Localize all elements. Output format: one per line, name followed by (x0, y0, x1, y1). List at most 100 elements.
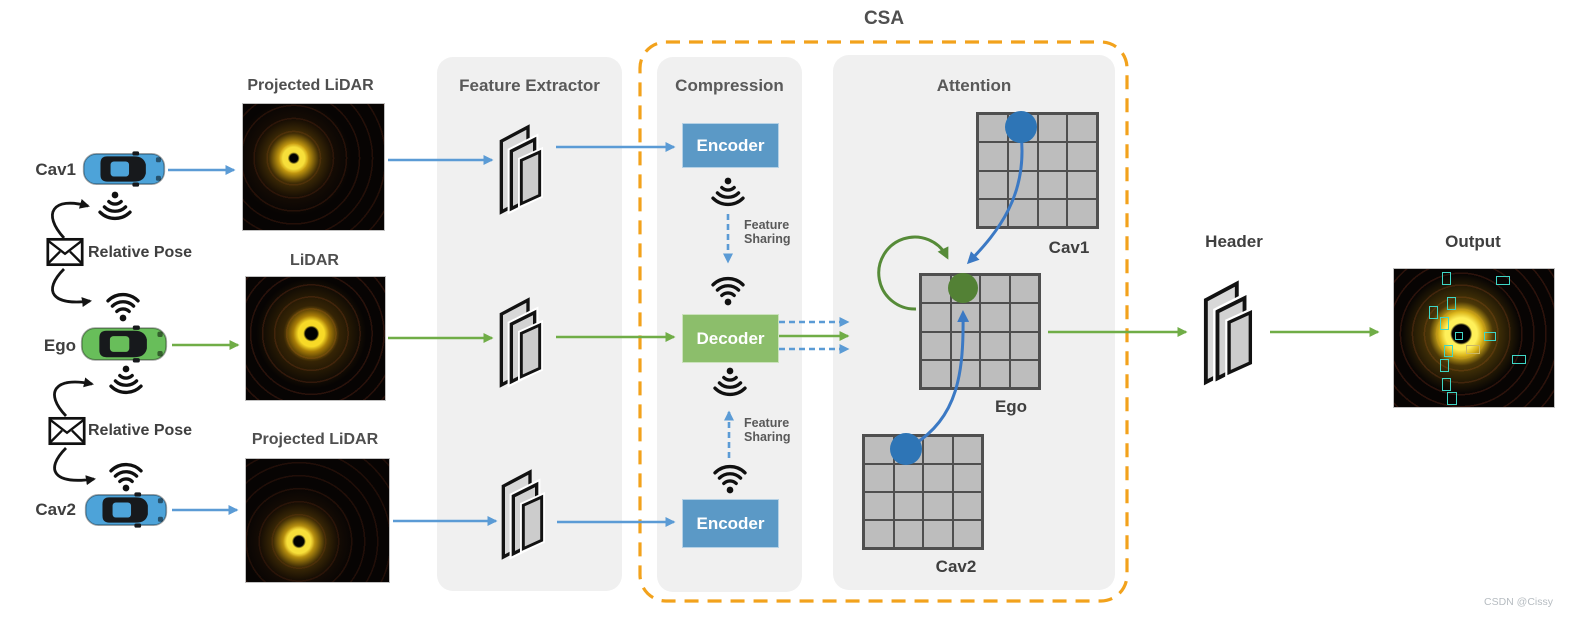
relative-pose-label-top: Relative Pose (88, 244, 193, 261)
grid-cell (1037, 170, 1068, 199)
car-icon-cav1 (82, 150, 166, 188)
detection-box (1429, 306, 1439, 320)
envelope-icon-bottom (48, 416, 86, 446)
grid-cell (1067, 170, 1097, 199)
grid-cell (864, 520, 894, 548)
grid-cell (1037, 142, 1068, 171)
grid-cell (950, 331, 980, 360)
feature-sharing-line2: Sharing (744, 232, 791, 246)
encoder-bottom-label: Encoder (696, 513, 765, 533)
grid-cell (1067, 142, 1097, 171)
detection-box (1440, 358, 1450, 372)
grid-cell (950, 303, 980, 332)
grid-cell (921, 275, 951, 304)
grid-cell (980, 303, 1010, 332)
grid-cell (950, 275, 980, 304)
grid-cell (864, 464, 894, 492)
grid-cell (952, 520, 982, 548)
grid-label-ego: Ego (994, 397, 1028, 416)
detection-box (1446, 296, 1456, 310)
grid-cell (978, 198, 1008, 227)
projected-lidar-image-cav1 (242, 103, 385, 231)
pose-arrow-top-down (51, 268, 92, 307)
relative-pose-label-bottom: Relative Pose (88, 422, 193, 439)
envelope-icon-top (46, 237, 84, 267)
grid-cell (950, 359, 980, 388)
detection-box (1446, 391, 1457, 405)
output-detection-image (1393, 268, 1555, 408)
detection-box (1454, 332, 1463, 341)
feature-sharing-line2: Sharing (744, 430, 791, 444)
grid-cell (893, 464, 923, 492)
grid-cell (923, 520, 953, 548)
grid-cell (1007, 170, 1038, 199)
grid-cell (1009, 331, 1039, 360)
header-label: Header (1205, 232, 1263, 251)
projected-lidar-image-cav2 (245, 458, 390, 583)
grid-cell (978, 170, 1008, 199)
grid-cell (893, 520, 923, 548)
vehicle-label-cav1: Cav1 (35, 160, 76, 179)
csa-title: CSA (863, 8, 905, 29)
detection-box (1466, 344, 1480, 354)
grid-label-cav1: Cav1 (1048, 238, 1090, 257)
grid-cell (1007, 198, 1038, 227)
decoder-box: Decoder (682, 314, 779, 363)
grid-cell (864, 436, 894, 464)
grid-cell (921, 359, 951, 388)
grid-cell (1009, 359, 1039, 388)
pose-arrow-top-up (51, 199, 90, 239)
feature-sharing-label-top: Feature Sharing (744, 218, 791, 246)
grid-cell (923, 492, 953, 520)
pose-arrow-bottom-up (53, 377, 94, 417)
grid-cell (1067, 114, 1097, 143)
grid-cell (923, 436, 953, 464)
grid-cell (1067, 198, 1097, 227)
grid-cell (1007, 114, 1038, 143)
detection-box (1442, 378, 1451, 392)
detection-box (1443, 344, 1453, 357)
grid-cell (1009, 275, 1039, 304)
lidar-label-middle: LiDAR (290, 252, 339, 269)
grid-cell (1037, 114, 1068, 143)
feature-sharing-line1: Feature (744, 416, 790, 430)
grid-cell (893, 492, 923, 520)
detection-box (1483, 332, 1496, 342)
grid-cell (980, 275, 1010, 304)
wifi-icon-below-ego (109, 365, 143, 395)
feature-sharing-label-bottom: Feature Sharing (744, 416, 791, 444)
grid-label-cav2: Cav2 (935, 557, 977, 576)
grid-cell (952, 464, 982, 492)
wifi-icon-below-cav1 (98, 191, 132, 221)
car-icon-ego (80, 324, 168, 364)
encoder-top-label: Encoder (696, 135, 765, 155)
header-stack (1206, 284, 1250, 383)
grid-cell (1007, 142, 1038, 171)
lidar-image-ego (245, 276, 386, 401)
grid-cell (952, 492, 982, 520)
car-icon-cav2 (84, 491, 168, 529)
feature-sharing-line1: Feature (744, 218, 790, 232)
attention-title: Attention (936, 76, 1012, 95)
grid-cell (864, 492, 894, 520)
wifi-icon-above-cav2 (109, 462, 143, 492)
grid-cell (923, 464, 953, 492)
grid-cell (921, 303, 951, 332)
projected-lidar-label-bottom: Projected LiDAR (251, 431, 379, 448)
detection-box (1496, 275, 1511, 285)
grid-cell (1009, 303, 1039, 332)
grid-cell (978, 114, 1008, 143)
vehicle-label-ego: Ego (43, 336, 76, 355)
pose-arrow-bottom-down (53, 447, 96, 486)
grid-cell (952, 436, 982, 464)
projected-lidar-label-top: Projected LiDAR (247, 77, 374, 94)
grid-cell (980, 359, 1010, 388)
detection-box (1440, 317, 1450, 331)
feature-extractor-title: Feature Extractor (459, 76, 600, 95)
detection-box (1442, 271, 1451, 285)
attention-grid-cav2 (862, 434, 984, 550)
output-label: Output (1445, 232, 1501, 251)
vehicle-label-cav2: Cav2 (35, 500, 76, 519)
feature-extractor-panel (437, 57, 622, 591)
